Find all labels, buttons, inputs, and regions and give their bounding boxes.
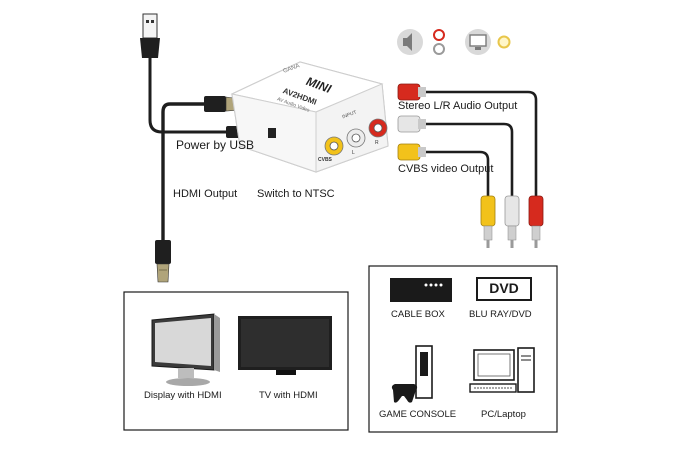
cable-box-icon <box>390 278 452 302</box>
hdmi-output-label: HDMI Output <box>173 188 238 200</box>
hdmi-plug-display-end <box>155 240 171 283</box>
video-jack-icon <box>497 35 511 49</box>
cable-box-label: CABLE BOX <box>391 309 445 320</box>
power-usb-label: Power by USB <box>176 138 255 152</box>
game-console-icon <box>391 345 433 403</box>
cvbs-video-label: CVBS video Output <box>398 163 494 175</box>
rca-plug-red-top <box>397 83 426 101</box>
audio-jacks-icon <box>433 29 445 55</box>
video-yellow-cable <box>420 150 490 198</box>
rca-jack-left <box>346 128 366 148</box>
audio-white-cable <box>420 122 514 198</box>
stereo-audio-label: Stereo L/R Audio Output <box>398 100 518 112</box>
speaker-icon <box>397 29 423 55</box>
blu-ray-dvd-label: BLU RAY/DVD <box>469 309 532 320</box>
rca-plug-yellow-bottom <box>480 195 496 248</box>
usb-plug <box>140 13 160 58</box>
monitor-icon <box>465 29 491 55</box>
rca-plug-yellow-top <box>397 143 426 161</box>
switch-ntsc-label: Switch to NTSC <box>257 188 335 200</box>
rca-plug-white-bottom <box>504 195 520 248</box>
game-console-label: GAME CONSOLE <box>379 409 457 420</box>
device-r-label: R <box>375 140 379 146</box>
dvd-logo-text: DVD <box>489 280 519 296</box>
rca-plug-white-top <box>397 115 426 133</box>
rca-jack-cvbs <box>324 136 344 156</box>
rca-jack-right <box>368 118 388 138</box>
pc-laptop-label: PC/Laptop <box>481 409 526 420</box>
pc-laptop-icon <box>469 347 535 393</box>
hdmi-output-cable <box>161 102 206 246</box>
audio-red-cable <box>420 90 538 198</box>
device-cvbs-label: CVBS <box>318 157 332 163</box>
hdmi-tv-icon <box>238 316 332 375</box>
dvd-logo-icon <box>476 277 532 301</box>
display-hdmi-label: Display with HDMI <box>144 390 222 401</box>
ntsc-switch <box>268 128 276 138</box>
device-l-label: L <box>352 150 355 156</box>
tv-hdmi-label: TV with HDMI <box>259 390 318 401</box>
rca-plug-red-bottom <box>528 195 544 248</box>
converter-device <box>230 61 389 173</box>
hdmi-display-icon <box>151 313 220 386</box>
